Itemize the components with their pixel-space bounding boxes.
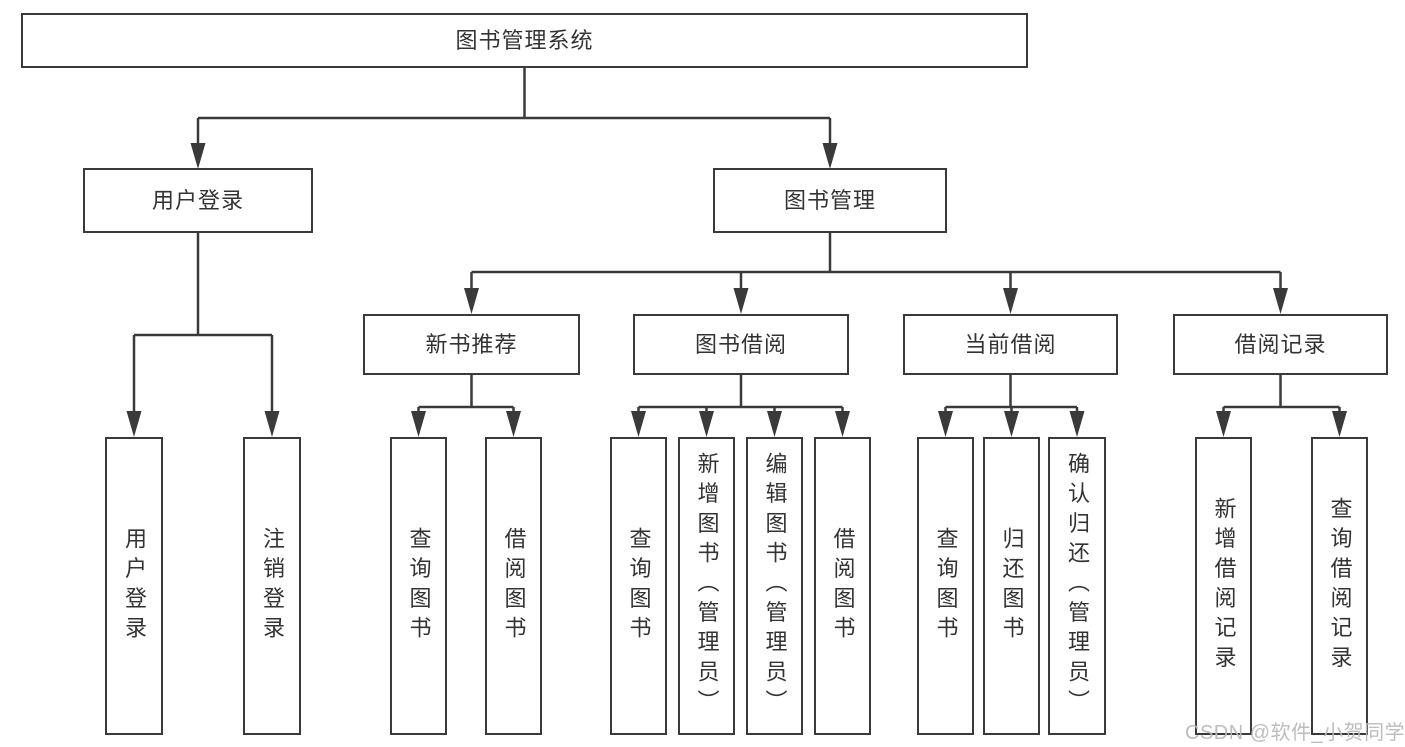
node-return-books: 归还图书 <box>983 437 1040 735</box>
node-borrowing-records: 借阅记录 <box>1173 314 1388 375</box>
node-label: 借阅图书 <box>830 526 856 646</box>
node-book-management: 图书管理 <box>713 168 947 233</box>
node-borrow-books-borrowing: 借阅图书 <box>814 437 871 735</box>
node-root-library-system: 图书管理系统 <box>21 13 1028 68</box>
node-user-login-action: 用户登录 <box>105 437 163 735</box>
node-label: 新增图书（管理员） <box>694 452 720 720</box>
node-label: 借阅图书 <box>501 526 527 646</box>
node-label: 查询图书 <box>626 526 652 646</box>
node-label: 确认归还（管理员） <box>1065 452 1090 720</box>
node-label: 查询图书 <box>933 526 959 646</box>
node-add-borrow-record: 新增借阅记录 <box>1195 437 1252 735</box>
node-user-login: 用户登录 <box>83 168 313 233</box>
node-label: 图书管理系统 <box>455 27 594 53</box>
node-label: 图书管理 <box>783 187 876 213</box>
node-query-books-current: 查询图书 <box>917 437 974 735</box>
node-query-books-recommend: 查询图书 <box>390 437 447 735</box>
node-label: 查询图书 <box>406 526 432 646</box>
node-label: 用户登录 <box>151 187 244 213</box>
node-label: 用户登录 <box>122 526 147 646</box>
node-label: 借阅记录 <box>1234 331 1327 357</box>
node-book-borrowing: 图书借阅 <box>633 314 849 375</box>
node-confirm-return-admin: 确认归还（管理员） <box>1048 437 1106 735</box>
node-edit-books-admin: 编辑图书（管理员） <box>746 437 803 735</box>
node-label: 注销登录 <box>260 526 285 646</box>
node-label: 编辑图书（管理员） <box>762 452 788 720</box>
node-label: 查询借阅记录 <box>1327 496 1353 676</box>
node-new-book-recommendation: 新书推荐 <box>363 314 580 375</box>
node-label: 当前借阅 <box>964 331 1057 357</box>
node-label: 图书借阅 <box>694 331 787 357</box>
node-add-books-admin: 新增图书（管理员） <box>678 437 735 735</box>
node-label: 归还图书 <box>999 526 1025 646</box>
node-current-borrowing: 当前借阅 <box>903 314 1118 375</box>
node-query-books-borrowing: 查询图书 <box>610 437 667 735</box>
node-borrow-books-recommend: 借阅图书 <box>485 437 542 735</box>
node-label: 新书推荐 <box>425 331 518 357</box>
node-label: 新增借阅记录 <box>1211 496 1237 676</box>
node-query-borrow-record: 查询借阅记录 <box>1311 437 1368 735</box>
node-logout-action: 注销登录 <box>243 437 301 735</box>
